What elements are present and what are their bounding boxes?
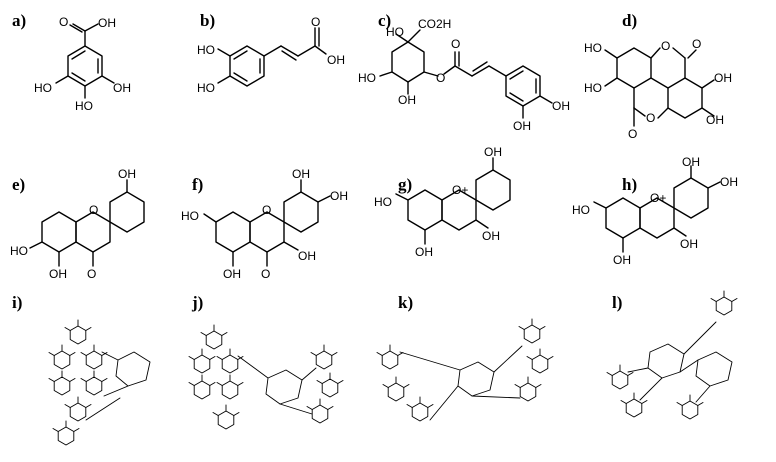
atom-label: O [436, 71, 445, 85]
atom-label: OH [330, 189, 348, 203]
atom-label: HO [584, 41, 602, 55]
atom-label: OH [513, 119, 531, 133]
atom-label: O [59, 15, 68, 29]
panel-label-g: g) [398, 175, 412, 194]
atom-label: O [692, 37, 701, 51]
atom-label: OH [49, 267, 67, 281]
atom-label: OH [398, 93, 416, 107]
atom-label: OH [682, 155, 700, 169]
atom-label: O [89, 203, 98, 217]
atom-label: O [661, 39, 670, 53]
panel-label-e: e) [12, 175, 25, 194]
atom-label: O [628, 127, 637, 141]
atom-label: O [311, 15, 320, 29]
atom-label: OH [113, 81, 131, 95]
atom-label: OH [482, 229, 500, 243]
structure-c-chlorogenic-acid: HO CO2H HO OH O O OH OH [358, 17, 570, 133]
structure-l-ellagitannin [606, 290, 738, 420]
atom-label: OH [118, 167, 136, 181]
atom-label: O [646, 111, 655, 125]
atom-label: O [262, 203, 271, 217]
atom-label: HO [34, 81, 52, 95]
atom-label: OH [292, 167, 310, 181]
structure-g-pelargonidin: O+ HO OH OH OH [374, 145, 511, 259]
panel-label-a: a) [12, 11, 26, 30]
structure-e-apigenin: O HO OH O OH [10, 167, 145, 281]
atom-label: OH [613, 253, 631, 267]
atom-label: HO [75, 99, 93, 113]
atom-label: O [87, 267, 96, 281]
atom-label: O [451, 37, 460, 51]
atom-label: HO [197, 43, 215, 57]
structure-b-caffeic-acid: O OH HO HO [197, 15, 345, 95]
structure-d-ellagic-acid: O O O O HO HO OH OH [584, 37, 732, 141]
atom-label: OH [98, 16, 116, 30]
atom-label: HO [386, 25, 404, 39]
atom-label: CO2H [418, 17, 451, 31]
structure-f-quercetin: O HO OH O OH OH OH [181, 167, 348, 281]
atom-label: OH [552, 99, 570, 113]
panel-label-d: d) [622, 11, 637, 30]
structure-a-gallic-acid: O OH HO OH HO [34, 15, 131, 113]
panel-label-b: b) [200, 11, 215, 30]
atom-label: OH [298, 249, 316, 263]
atom-label: O [261, 267, 270, 281]
atom-label: OH [680, 237, 698, 251]
panel-label-c: c) [378, 11, 391, 30]
structure-k-ellagitannin [376, 318, 554, 422]
atom-label: OH [720, 175, 738, 189]
atom-label: HO [10, 244, 28, 258]
atom-label: OH [223, 267, 241, 281]
atom-label: OH [714, 71, 732, 85]
panel-label-j: j) [191, 293, 203, 312]
atom-label: HO [374, 195, 392, 209]
panel-label-f: f) [192, 175, 203, 194]
structure-j-ellagitannin [188, 324, 344, 430]
atom-label: OH [706, 113, 724, 127]
atom-label: HO [197, 81, 215, 95]
atom-label: OH [484, 145, 502, 159]
atom-label: O+ [650, 191, 666, 205]
atom-label: HO [584, 81, 602, 95]
atom-label: HO [358, 71, 376, 85]
atom-label: OH [415, 245, 433, 259]
atom-label: HO [181, 209, 199, 223]
panel-label-l: l) [612, 293, 622, 312]
structure-h-cyanidin: O+ HO OH OH OH OH [572, 155, 738, 267]
panel-label-k: k) [398, 293, 413, 312]
atom-label: HO [572, 203, 590, 217]
atom-label: O+ [452, 183, 468, 197]
structure-i-ellagitannin [48, 319, 151, 446]
atom-label: OH [327, 53, 345, 67]
panel-label-h: h) [622, 175, 637, 194]
panel-label-i: i) [12, 293, 22, 312]
